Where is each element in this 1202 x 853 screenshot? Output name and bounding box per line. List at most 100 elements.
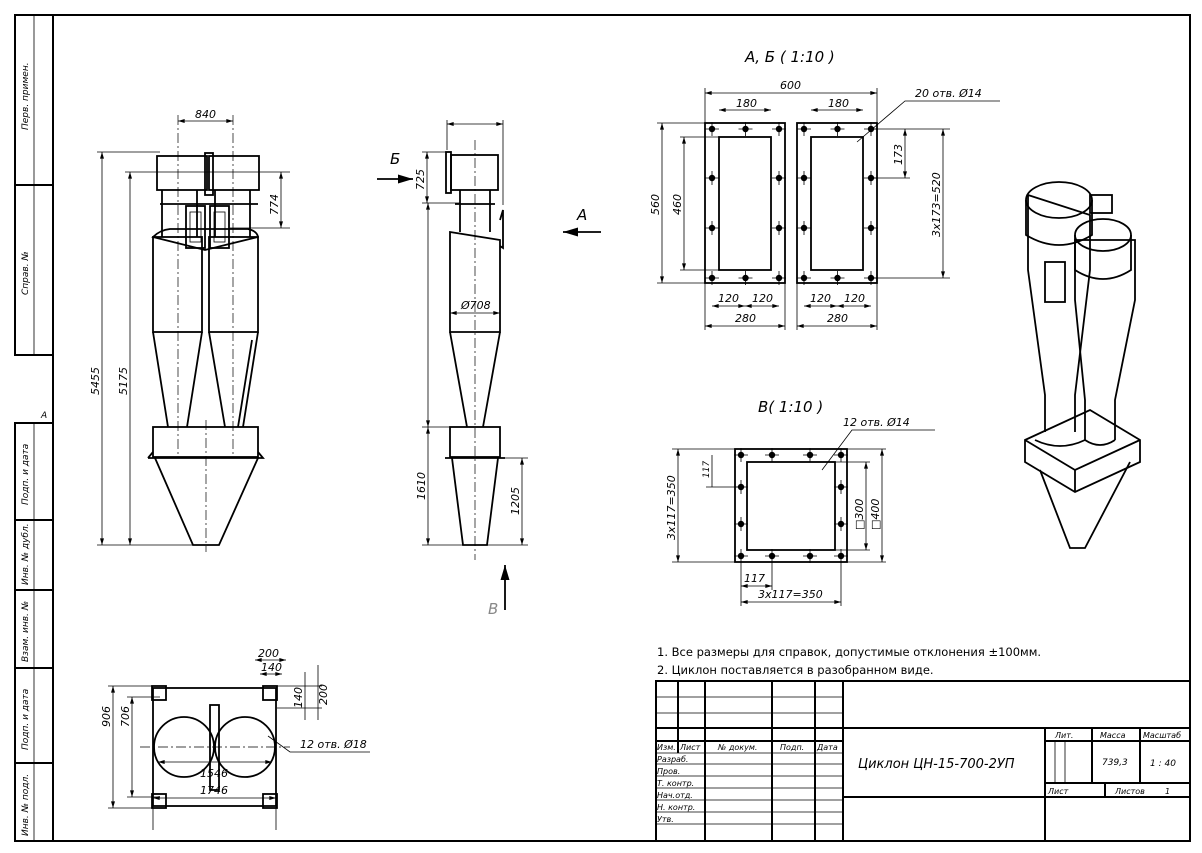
role-utv: Утв. xyxy=(657,815,674,824)
hole-crosshair xyxy=(803,549,817,563)
holes-note-ab: 20 отв. Ø14 xyxy=(915,87,982,100)
dim-140-vertical: 140 xyxy=(292,687,305,708)
arrow-label-a: А xyxy=(576,206,587,224)
header-izm: Изм. xyxy=(657,743,676,752)
hole-crosshair xyxy=(705,271,719,285)
hole-crosshair xyxy=(830,271,845,285)
dim-120: 120 xyxy=(810,292,831,305)
role-t-kontr: Т. контр. xyxy=(657,779,694,788)
dim-5455: 5455 xyxy=(89,367,102,395)
dim-180-left: 180 xyxy=(736,97,757,110)
hole-crosshair xyxy=(765,549,779,563)
dim-5175: 5175 xyxy=(117,367,130,395)
mass-label: Масса xyxy=(1100,731,1126,740)
scale-label: Масштаб xyxy=(1143,731,1181,740)
role-n-kontr: Н. контр. xyxy=(657,803,695,812)
dim-1746: 1746 xyxy=(200,784,228,797)
hole-crosshair xyxy=(797,271,811,285)
flange-ab-title: А, Б ( 1:10 ) xyxy=(744,48,835,66)
sheets-count: 1 xyxy=(1165,787,1170,796)
dim-400: □400 xyxy=(869,499,882,530)
flange-v-view: В( 1:10 ) 12 отв. Ø14 3x117=350 117 □300… xyxy=(665,398,935,606)
dim-120: 120 xyxy=(844,292,865,305)
front-view: 840 5455 5175 774 xyxy=(89,108,290,552)
dim-350-vertical: 3x117=350 xyxy=(665,475,678,540)
strip-perv-primen: Перв. примен. xyxy=(21,62,31,130)
dim-280-right: 280 xyxy=(827,312,848,325)
dim-1610: 1610 xyxy=(415,472,428,500)
dim-300: □300 xyxy=(853,499,866,530)
dim-774: 774 xyxy=(268,194,281,215)
dim-117-vertical: 117 xyxy=(702,461,712,478)
sheets-label: Листов xyxy=(1114,787,1145,796)
note-2: 2. Циклон поставляется в разобранном вид… xyxy=(657,663,934,677)
hole-crosshair xyxy=(797,171,811,185)
drawing-name: Циклон ЦН-15-700-2УП xyxy=(858,757,1015,772)
hole-crosshair xyxy=(834,448,848,462)
dim-120: 120 xyxy=(718,292,739,305)
title-block: Изм. Лист № докум. Подп. Дата Разраб. Пр… xyxy=(655,680,1191,842)
dim-460: 460 xyxy=(671,194,684,215)
dim-120: 120 xyxy=(752,292,773,305)
dim-725: 725 xyxy=(414,169,427,190)
hole-crosshair xyxy=(734,549,748,563)
dim-140-horizontal: 140 xyxy=(261,661,282,674)
dim-1546: 1546 xyxy=(200,767,228,780)
dim-180-right: 180 xyxy=(828,97,849,110)
hole-crosshair xyxy=(834,480,848,494)
arrow-label-b: Б xyxy=(390,150,400,168)
dim-200-vertical: 200 xyxy=(317,684,330,705)
drawing-frame xyxy=(52,14,1191,842)
role-prov: Пров. xyxy=(657,767,680,776)
strip-inv-podl: Инв. № подл. xyxy=(21,774,31,836)
hole-crosshair xyxy=(803,448,817,462)
header-doc-no: № докум. xyxy=(717,743,757,752)
hole-crosshair xyxy=(738,271,753,285)
dim-840: 840 xyxy=(195,108,216,121)
hole-crosshair xyxy=(734,448,748,462)
dim-520: 3x173=520 xyxy=(930,172,943,237)
scale-value: 1 : 40 xyxy=(1150,759,1176,769)
isometric-view xyxy=(1024,181,1141,549)
hole-crosshair xyxy=(734,517,748,531)
dim-708: Ø708 xyxy=(460,299,491,312)
strip-podp-data-2: Подп. и дата xyxy=(21,689,31,750)
dim-600: 600 xyxy=(780,79,801,92)
hole-crosshair xyxy=(772,221,786,235)
format-mark: А xyxy=(40,411,47,421)
strip-sprav-no: Справ. № xyxy=(21,251,31,295)
side-view: Б А В 725 1610 1205 Ø708 xyxy=(377,120,601,618)
header-date: Дата xyxy=(816,743,838,752)
hole-crosshair xyxy=(834,549,848,563)
dim-200-horizontal: 200 xyxy=(258,647,279,660)
hole-crosshair xyxy=(705,122,719,136)
holes-note-v: 12 отв. Ø14 xyxy=(843,416,910,429)
dim-173: 173 xyxy=(892,144,905,165)
strip-inv-dubl: Инв. № дубл. xyxy=(21,523,31,585)
dim-117-horizontal: 117 xyxy=(744,572,765,585)
hole-crosshair xyxy=(705,171,719,185)
side-strip: Перв. примен. Справ. № Подп. и дата Инв.… xyxy=(14,14,54,842)
hole-crosshair xyxy=(864,221,878,235)
plan-view: 906 706 200 140 140 200 12 отв. Ø18 1546… xyxy=(100,647,370,830)
hole-crosshair xyxy=(830,122,845,136)
dim-706: 706 xyxy=(119,706,132,727)
hole-crosshair xyxy=(765,448,779,462)
hole-crosshair xyxy=(772,271,786,285)
flange-ab-view: А, Б ( 1:10 ) 600 180 180 560 460 173 3x… xyxy=(649,48,1000,330)
dim-1205: 1205 xyxy=(509,487,522,515)
dim-906: 906 xyxy=(100,706,113,727)
lit-label: Лит. xyxy=(1054,731,1073,740)
note-1: 1. Все размеры для справок, допустимые о… xyxy=(657,645,1041,659)
hole-crosshair xyxy=(772,171,786,185)
role-razrab: Разраб. xyxy=(657,755,688,764)
dim-560: 560 xyxy=(649,194,662,215)
hole-crosshair xyxy=(834,517,848,531)
dim-280-left: 280 xyxy=(735,312,756,325)
role-nach-otd: Нач.отд. xyxy=(657,791,693,800)
hole-crosshair xyxy=(738,122,753,136)
holes-note-plan: 12 отв. Ø18 xyxy=(300,738,367,751)
hole-crosshair xyxy=(797,221,811,235)
strip-vzam-inv: Взам. инв. № xyxy=(21,601,31,662)
